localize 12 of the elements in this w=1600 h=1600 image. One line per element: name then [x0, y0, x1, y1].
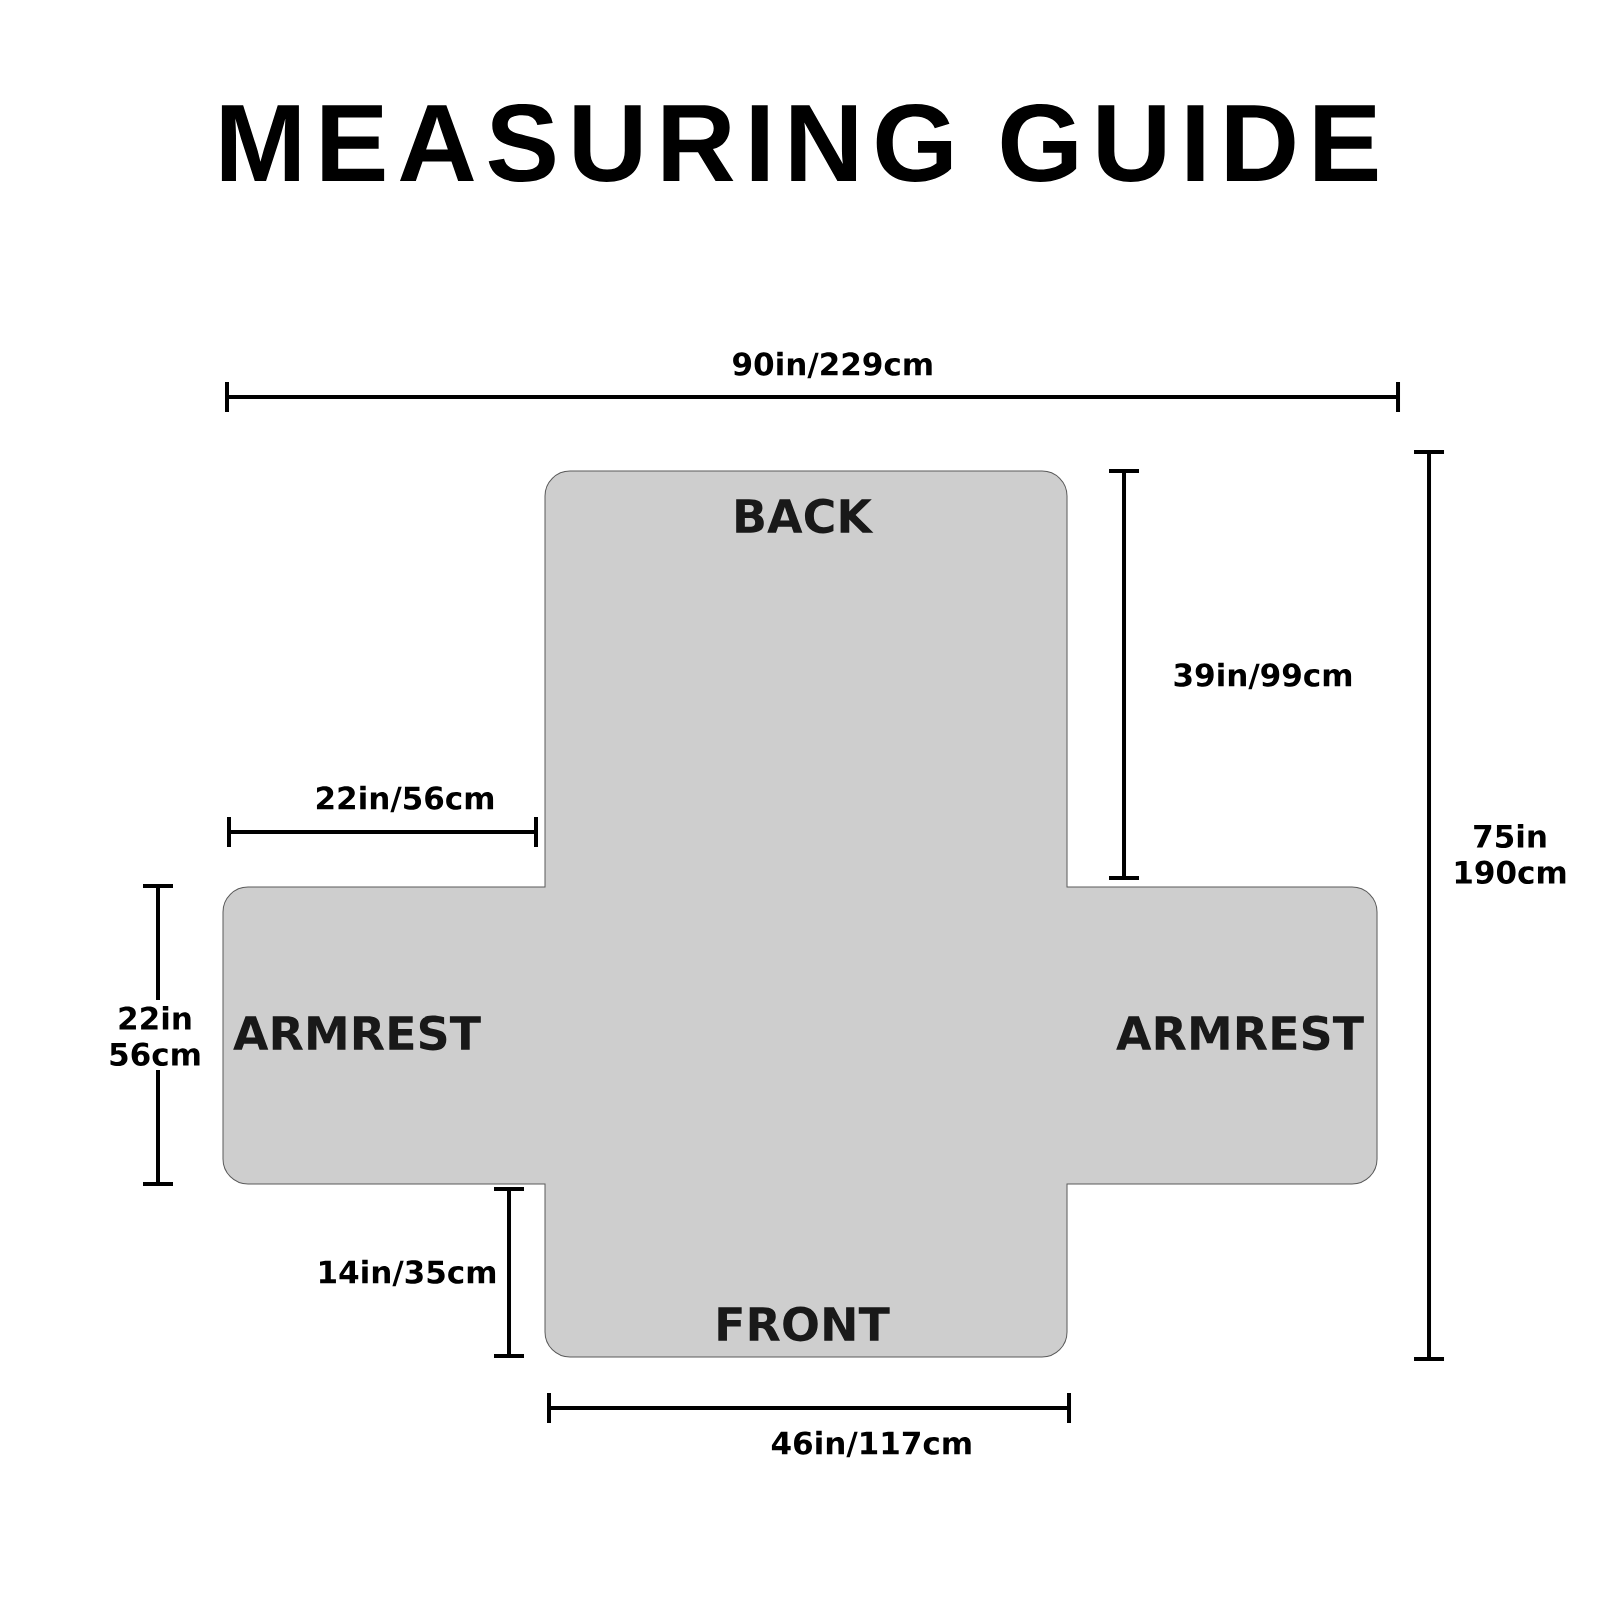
dimension-label: 46in/117cm — [771, 1430, 971, 1458]
dimension-label: 75in 190cm — [1455, 824, 1566, 884]
part-label: ARMREST — [1116, 1015, 1364, 1051]
title: MEASURING GUIDE — [221, 104, 1378, 182]
cover-shape — [222, 470, 1378, 1358]
part-label: FRONT — [718, 1306, 890, 1342]
part-label: ARMREST — [233, 1015, 481, 1051]
dimension-label: 14in/35cm — [320, 1259, 496, 1287]
dimension-label: 90in/229cm — [733, 351, 932, 379]
dimension-label: 22in/56cm — [316, 785, 494, 813]
part-label: BACK — [736, 498, 874, 534]
dimension-label: 39in/99cm — [1174, 662, 1352, 690]
